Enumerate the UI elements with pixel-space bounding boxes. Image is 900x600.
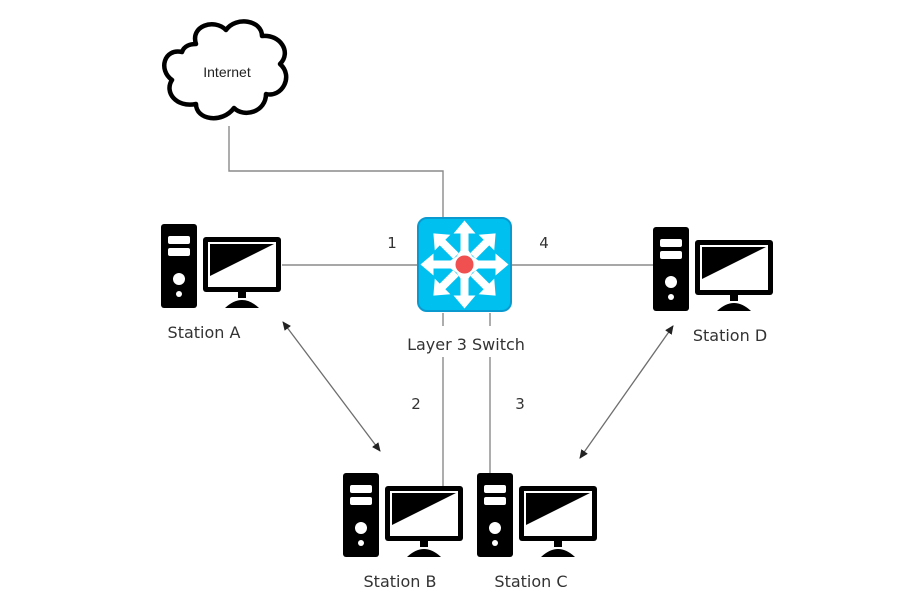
port-label-3: 3 (515, 395, 525, 413)
switch-label: Layer 3 Switch (407, 335, 525, 354)
layer3-switch[interactable]: Layer 3 Switch (407, 217, 525, 354)
port-label-4: 4 (539, 234, 549, 252)
desktop-computer-icon (161, 224, 281, 308)
layer3-switch-icon (417, 217, 512, 312)
desktop-computer-icon (477, 473, 597, 557)
internet-cloud[interactable]: Internet (162, 19, 289, 121)
station-d[interactable]: Station D (653, 227, 773, 345)
internet-label: Internet (203, 64, 251, 80)
station-c[interactable]: Station C (477, 473, 597, 591)
link-internet-switch (228, 126, 444, 218)
station-d-label: Station D (693, 326, 767, 345)
desktop-computer-icon (343, 473, 463, 557)
station-c-label: Station C (494, 572, 567, 591)
station-a-label: Station A (168, 323, 241, 342)
station-a[interactable]: Station A (161, 224, 281, 342)
desktop-computer-icon (653, 227, 773, 311)
station-b-label: Station B (364, 572, 437, 591)
port-label-1: 1 (387, 234, 397, 252)
station-b[interactable]: Station B (343, 473, 463, 591)
association-arrow-a-b (282, 321, 381, 452)
port-label-2: 2 (411, 395, 421, 413)
association-arrow-d-c (579, 325, 674, 459)
cloud-icon (162, 19, 289, 121)
